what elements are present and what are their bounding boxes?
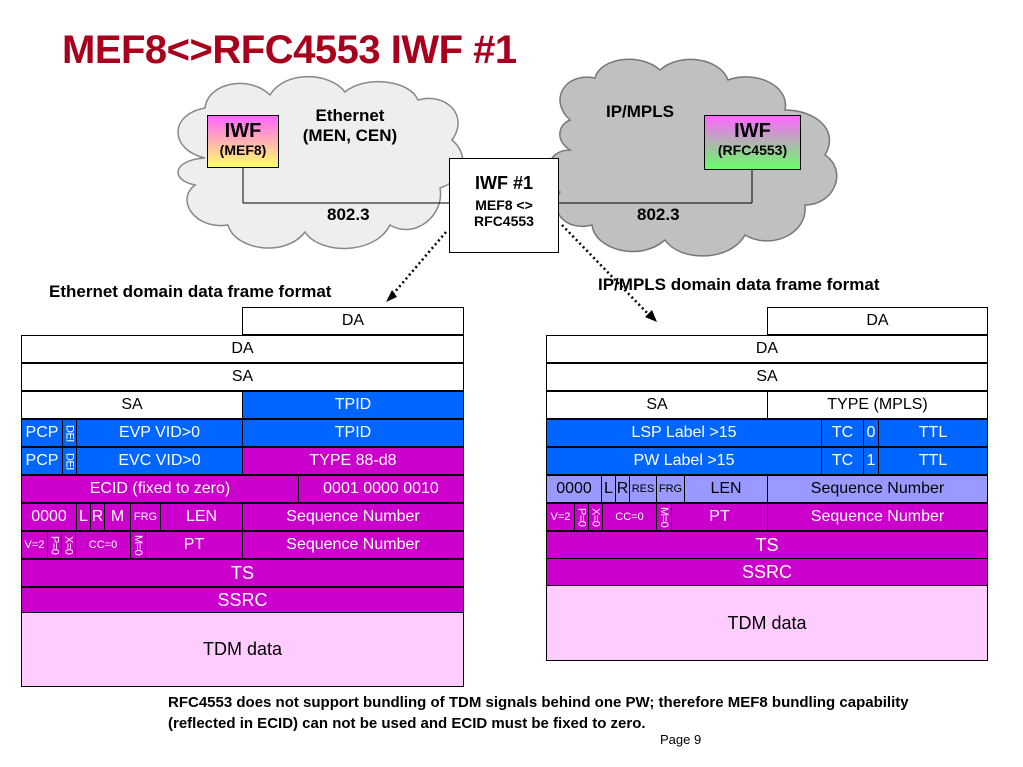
- frame-field: PCP: [21, 447, 63, 475]
- frame-field: EVP VID>0: [76, 419, 243, 447]
- frame-field: 0: [863, 419, 879, 447]
- frame-field: V=2: [546, 503, 575, 531]
- ethernet-frame-heading: Ethernet domain data frame format: [49, 282, 332, 301]
- frame-field: TS: [21, 559, 464, 587]
- ipmpls-frame-heading: IP/MPLS domain data frame format: [598, 275, 880, 294]
- frame-field: R: [615, 475, 630, 503]
- frame-field: Sequence Number: [242, 531, 464, 559]
- frame-field: M=0: [656, 503, 672, 531]
- frame-field: FRG: [656, 475, 685, 503]
- frame-field: TYPE (MPLS): [767, 391, 988, 419]
- frame-field: X=0: [61, 531, 76, 559]
- frame-field: P=0: [47, 531, 62, 559]
- footnote: RFC4553 does not support bundling of TDM…: [168, 692, 948, 734]
- iwf-rfc4553-box: IWF (RFC4553): [704, 115, 801, 170]
- frame-field: PW Label >15: [546, 447, 822, 475]
- frame-field: SA: [21, 363, 464, 391]
- frame-field: CC=0: [602, 503, 657, 531]
- frame-field: DA: [546, 335, 988, 363]
- frame-field: 0001 0000 0010: [298, 475, 464, 503]
- frame-field: SSRC: [21, 587, 464, 613]
- frame-field: LEN: [160, 503, 243, 531]
- frame-field: SA: [546, 363, 988, 391]
- frame-field: X=0: [588, 503, 603, 531]
- frame-field: Sequence Number: [767, 475, 988, 503]
- frame-field: DEI: [62, 419, 77, 447]
- frame-field: PCP: [21, 419, 63, 447]
- page-number: Page 9: [660, 732, 702, 747]
- frame-field: P=0: [574, 503, 589, 531]
- ethernet-link-label: 802.3: [327, 205, 370, 224]
- iwf1-box: IWF #1 MEF8 <> RFC4553: [449, 158, 559, 253]
- frame-field: PT: [145, 531, 243, 559]
- frame-field: SA: [21, 391, 243, 419]
- frame-field: SA: [546, 391, 768, 419]
- frame-field: TDM data: [546, 585, 988, 661]
- ipmpls-cloud-label: IP/MPLS: [605, 102, 674, 121]
- frame-field: FRG: [130, 503, 161, 531]
- ipmpls-link-label: 802.3: [637, 205, 680, 224]
- frame-field: TPID: [242, 391, 464, 419]
- frame-field: TC: [821, 419, 864, 447]
- frame-field: TDM data: [21, 612, 464, 687]
- page-title: MEF8<>RFC4553 IWF #1: [62, 28, 517, 72]
- frame-field: RES: [629, 475, 657, 503]
- dotted-arrow-right: [561, 224, 653, 319]
- frame-field: V=2: [21, 531, 48, 559]
- frame-field: L: [601, 475, 616, 503]
- frame-field: TTL: [878, 419, 988, 447]
- frame-field: R: [90, 503, 105, 531]
- frame-field: TC: [821, 447, 864, 475]
- frame-field: DA: [21, 335, 464, 363]
- frame-field: Sequence Number: [242, 503, 464, 531]
- frame-field: DA: [242, 307, 464, 335]
- frame-field: M=0: [130, 531, 146, 559]
- frame-field: SSRC: [546, 558, 988, 586]
- frame-field: LEN: [684, 475, 768, 503]
- frame-field: 0000: [546, 475, 602, 503]
- frame-field: L: [76, 503, 91, 531]
- frame-field: DA: [767, 307, 988, 335]
- frame-field: PT: [671, 503, 768, 531]
- ethernet-cloud-label: Ethernet (MEN, CEN): [302, 106, 398, 145]
- frame-field: TTL: [878, 447, 988, 475]
- frame-field: TYPE 88-d8: [242, 447, 464, 475]
- frame-field: TPID: [242, 419, 464, 447]
- frame-field: EVC VID>0: [76, 447, 243, 475]
- frame-field: ECID (fixed to zero): [21, 475, 299, 503]
- frame-field: 1: [863, 447, 879, 475]
- frame-field: LSP Label >15: [546, 419, 822, 447]
- frame-field: DEI: [62, 447, 77, 475]
- iwf-mef8-box: IWF (MEF8): [207, 115, 279, 168]
- frame-field: CC=0: [75, 531, 131, 559]
- frame-field: 0000: [21, 503, 77, 531]
- frame-field: TS: [546, 531, 988, 559]
- dotted-arrow-left: [387, 231, 447, 301]
- frame-field: Sequence Number: [767, 503, 988, 531]
- frame-field: M: [104, 503, 131, 531]
